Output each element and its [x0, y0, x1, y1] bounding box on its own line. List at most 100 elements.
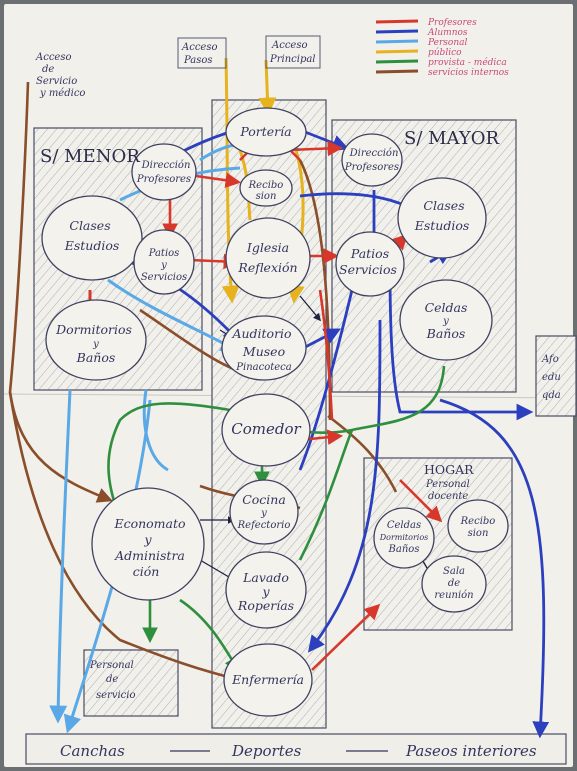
room-iglesia	[225, 217, 311, 299]
zone-right-edge-line: qda	[542, 390, 561, 401]
room-auditorio-line: Auditorio	[231, 326, 291, 341]
room-hogar-sala-line: reunión	[434, 590, 473, 601]
entry-pasos-label: Acceso Pasos	[177, 37, 227, 69]
room-economato-line: ción	[133, 564, 160, 579]
room-menor-dormitorios-line: Baños	[76, 350, 116, 365]
room-lavado	[225, 551, 307, 629]
room-menor-direccion-label: Dirección Profesores	[136, 160, 191, 185]
room-cocina-line: y	[260, 508, 267, 519]
room-comedor	[221, 393, 311, 467]
entry-principal-line: Principal	[269, 54, 316, 65]
entry-principal-line: Acceso	[271, 40, 308, 51]
room-economato-line: Administra	[114, 548, 185, 563]
room-economato-line: Economato	[113, 516, 185, 531]
room-hogar-celdas-label: Celdas Dormitorios Baños	[379, 520, 429, 555]
room-comedor-label: Comedor	[231, 420, 301, 438]
room-menor-patios	[133, 229, 195, 295]
room-hogar-sala-line: Sala	[443, 566, 465, 577]
room-hogar-sala-line: de	[448, 578, 460, 589]
room-menor-patios-line: Patios	[148, 248, 180, 259]
legend-swatch	[375, 69, 419, 74]
room-enfermeria	[223, 643, 313, 717]
room-mayor-clases	[397, 177, 487, 259]
room-menor-clases-line: Clases	[69, 218, 110, 233]
room-menor-patios-line: Servicios	[141, 272, 187, 283]
room-mayor-celdas-line: Celdas	[425, 300, 468, 315]
room-hogar-sala-label: Sala de reunión	[434, 566, 473, 601]
bottom-bar-canchas: Canchas	[60, 742, 125, 760]
zone-menor-title: S/ MENOR	[40, 146, 140, 167]
room-auditorio-line: Museo	[242, 344, 285, 359]
zone-bottom-bar	[25, 733, 567, 765]
room-hogar-celdas-line: Dormitorios	[379, 533, 429, 542]
room-menor-direccion-line: Profesores	[136, 174, 191, 185]
room-mayor-patios	[335, 231, 405, 297]
entry-pasos-line: Acceso	[181, 42, 218, 53]
room-menor-patios-label: Patios y Servicios	[141, 248, 187, 283]
entry-pasos-line: Pasos	[183, 55, 213, 66]
room-hogar-celdas-line: Celdas	[387, 520, 421, 531]
room-mayor-direccion-label: Dirección Profesores	[344, 148, 399, 173]
room-hogar-sala	[421, 555, 487, 613]
room-mayor-clases-line: Estudios	[414, 218, 470, 233]
room-menor-direccion-line: Dirección	[141, 160, 191, 171]
room-menor-dormitorios-line: y	[92, 339, 99, 350]
room-mayor-patios-line: Patios	[350, 246, 389, 261]
legend-label: Personal	[427, 38, 467, 48]
room-hogar-celdas-line: Baños	[388, 544, 420, 555]
room-auditorio-label: Auditorio Museo Pinacoteca	[231, 326, 291, 373]
zone-hogar-line: HOGAR	[424, 462, 474, 477]
room-mayor-celdas-line: y	[442, 316, 449, 327]
room-porteria	[225, 107, 307, 157]
room-mayor-direccion-line: Profesores	[344, 162, 399, 173]
legend-swatch	[375, 29, 419, 34]
room-cocina-line: Cocina	[242, 492, 286, 507]
entry-service-line: de	[42, 64, 54, 75]
room-porteria-label: Portería	[239, 124, 291, 139]
room-mayor-celdas-line: Baños	[426, 326, 466, 341]
bottom-bar-paseos: Paseos interiores	[405, 742, 537, 760]
room-iglesia-line: Reflexión	[237, 260, 297, 275]
room-lavado-line: Lavado	[242, 570, 289, 585]
flows-services	[8, 81, 398, 685]
room-enfermeria-label: Enfermería	[231, 672, 304, 687]
personal-servicio-line: de	[106, 674, 118, 685]
zone-right-edge-line: Afo	[541, 354, 559, 365]
room-menor-clases-line: Estudios	[64, 238, 120, 253]
personal-servicio-line: servicio	[96, 690, 136, 701]
zone-hogar-title: HOGAR Personal docente	[424, 462, 474, 502]
room-cocina-line: Refectorio	[237, 520, 291, 531]
room-recibo	[239, 169, 293, 207]
room-menor-direccion	[131, 143, 197, 201]
legend-label: Profesores	[427, 18, 477, 28]
zone-mayor-title: S/ MAYOR	[404, 128, 499, 149]
zone-hogar-line: docente	[428, 491, 468, 502]
legend-swatch	[375, 49, 419, 54]
room-hogar-recibo	[447, 499, 509, 553]
entry-service-line: y médico	[39, 88, 85, 99]
room-lavado-line: Roperías	[237, 598, 294, 613]
room-mayor-patios-label: Patios Servicios	[339, 246, 397, 277]
room-mayor-celdas	[399, 279, 493, 361]
room-cocina	[229, 479, 299, 545]
legend-label: público	[428, 47, 462, 58]
legend-label: provista - médica	[428, 57, 507, 68]
room-hogar-celdas	[373, 507, 435, 569]
room-economato-label: Economato y Administra ción	[113, 516, 185, 579]
room-menor-dormitorios	[45, 299, 147, 381]
bottom-bar: Canchas Deportes Paseos interiores	[60, 742, 537, 760]
room-hogar-recibo-line: sion	[468, 528, 489, 539]
room-cocina-label: Cocina y Refectorio	[237, 492, 291, 531]
room-iglesia-line: Iglesia	[246, 240, 289, 255]
room-hogar-recibo-label: Recibo sion	[460, 516, 496, 539]
room-mayor-patios-line: Servicios	[339, 262, 397, 277]
room-economato-line: y	[143, 532, 152, 547]
room-recibo-label: Recibo sion	[248, 180, 284, 202]
personal-servicio-label: Personal de servicio	[89, 660, 136, 701]
room-auditorio-line: Pinacoteca	[235, 362, 291, 373]
room-menor-clases	[41, 195, 143, 281]
zone-right-edge-line: edu	[542, 372, 561, 383]
zone-hogar-line: Personal	[425, 479, 470, 490]
